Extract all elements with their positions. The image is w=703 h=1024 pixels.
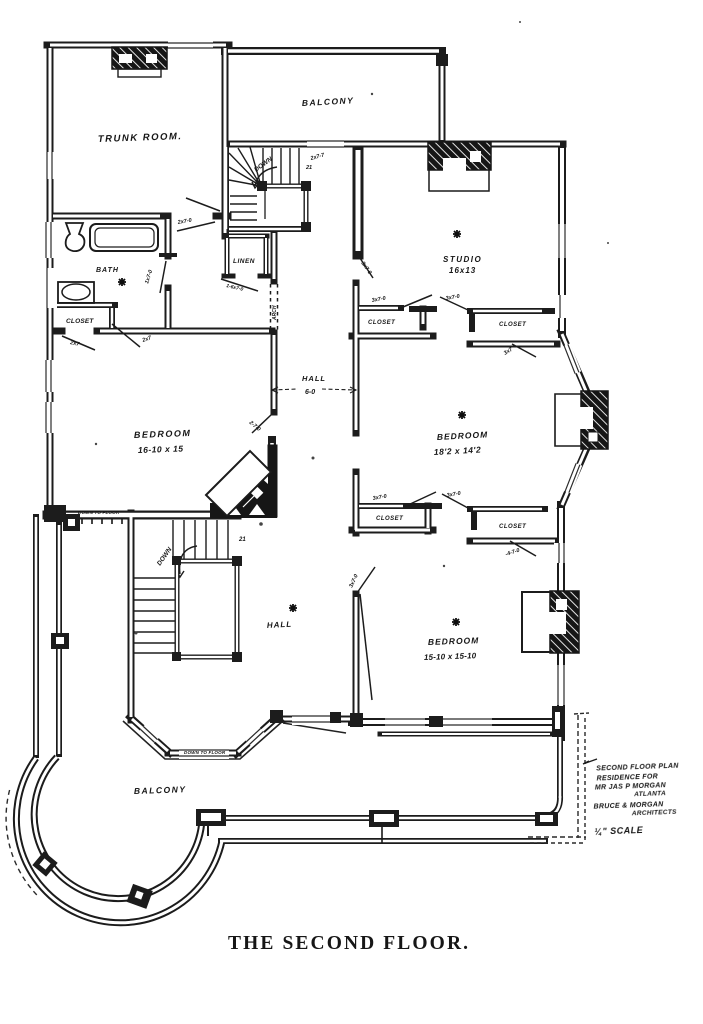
svg-text:ARCHITECTS: ARCHITECTS — [631, 809, 677, 818]
svg-text:BATH: BATH — [96, 267, 119, 274]
svg-text:3x7-0: 3x7-0 — [348, 574, 359, 589]
svg-text:21: 21 — [305, 165, 312, 171]
svg-text:DOWN TO FLOOR: DOWN TO FLOOR — [78, 510, 120, 515]
svg-text:BRUCE & MORGAN: BRUCE & MORGAN — [593, 801, 664, 810]
svg-text:3x7-0: 3x7-0 — [445, 294, 460, 302]
svg-text:MR JAS P MORGAN: MR JAS P MORGAN — [595, 782, 667, 792]
svg-text:BEDROOM: BEDROOM — [428, 635, 480, 647]
svg-text:6-0: 6-0 — [305, 389, 315, 396]
svg-text:BALCONY: BALCONY — [302, 95, 355, 108]
svg-text:CLOSET: CLOSET — [66, 318, 94, 325]
svg-text:-4-7-0: -4-7-0 — [505, 548, 521, 558]
svg-text:18'2 x 14'2: 18'2 x 14'2 — [434, 445, 482, 457]
svg-text:2x7-0: 2x7-0 — [176, 218, 192, 227]
svg-text:CLOSET: CLOSET — [368, 320, 396, 326]
svg-text:TRUNK ROOM.: TRUNK ROOM. — [98, 131, 183, 145]
svg-text:RESIDENCE FOR: RESIDENCE FOR — [596, 773, 658, 782]
svg-text:BALCONY: BALCONY — [134, 784, 187, 796]
svg-text:15-10 x 15-10: 15-10 x 15-10 — [424, 651, 477, 662]
svg-text:CLOSET: CLOSET — [499, 322, 527, 328]
svg-text:HALL: HALL — [302, 374, 326, 383]
svg-text:2x7: 2x7 — [141, 335, 153, 344]
svg-text:THE SECOND FLOOR.: THE SECOND FLOOR. — [228, 933, 470, 954]
svg-text:STUDIO: STUDIO — [443, 255, 482, 264]
svg-text:3x7-0: 3x7-0 — [372, 494, 387, 502]
svg-text:LINEN: LINEN — [233, 258, 255, 265]
svg-text:1x7-0: 1x7-0 — [144, 269, 154, 284]
svg-text:ARCH: ARCH — [272, 305, 278, 321]
svg-text:¼" SCALE: ¼" SCALE — [594, 825, 644, 837]
svg-text:2x7: 2x7 — [69, 340, 81, 348]
svg-text:16-10 x 15: 16-10 x 15 — [138, 443, 184, 455]
svg-text:BEDROOM: BEDROOM — [134, 428, 192, 440]
svg-text:BEDROOM: BEDROOM — [437, 429, 489, 442]
svg-text:16x13: 16x13 — [449, 266, 476, 275]
svg-text:2x7-7: 2x7-7 — [309, 152, 326, 162]
svg-text:HALL: HALL — [267, 620, 293, 630]
svg-text:3x7-0: 3x7-0 — [446, 491, 461, 499]
svg-text:3x7-0: 3x7-0 — [371, 296, 386, 304]
svg-text:3x7: 3x7 — [503, 346, 515, 356]
svg-text:DOWN TO FLOOR: DOWN TO FLOOR — [184, 750, 226, 755]
svg-text:SECOND FLOOR PLAN: SECOND FLOOR PLAN — [596, 763, 679, 773]
svg-text:21: 21 — [238, 537, 246, 543]
svg-text:CLOSET: CLOSET — [499, 524, 527, 530]
svg-text:CLOSET: CLOSET — [376, 516, 404, 522]
svg-text:1-6x7-0: 1-6x7-0 — [226, 283, 244, 293]
svg-text:ATLANTA: ATLANTA — [633, 790, 666, 798]
